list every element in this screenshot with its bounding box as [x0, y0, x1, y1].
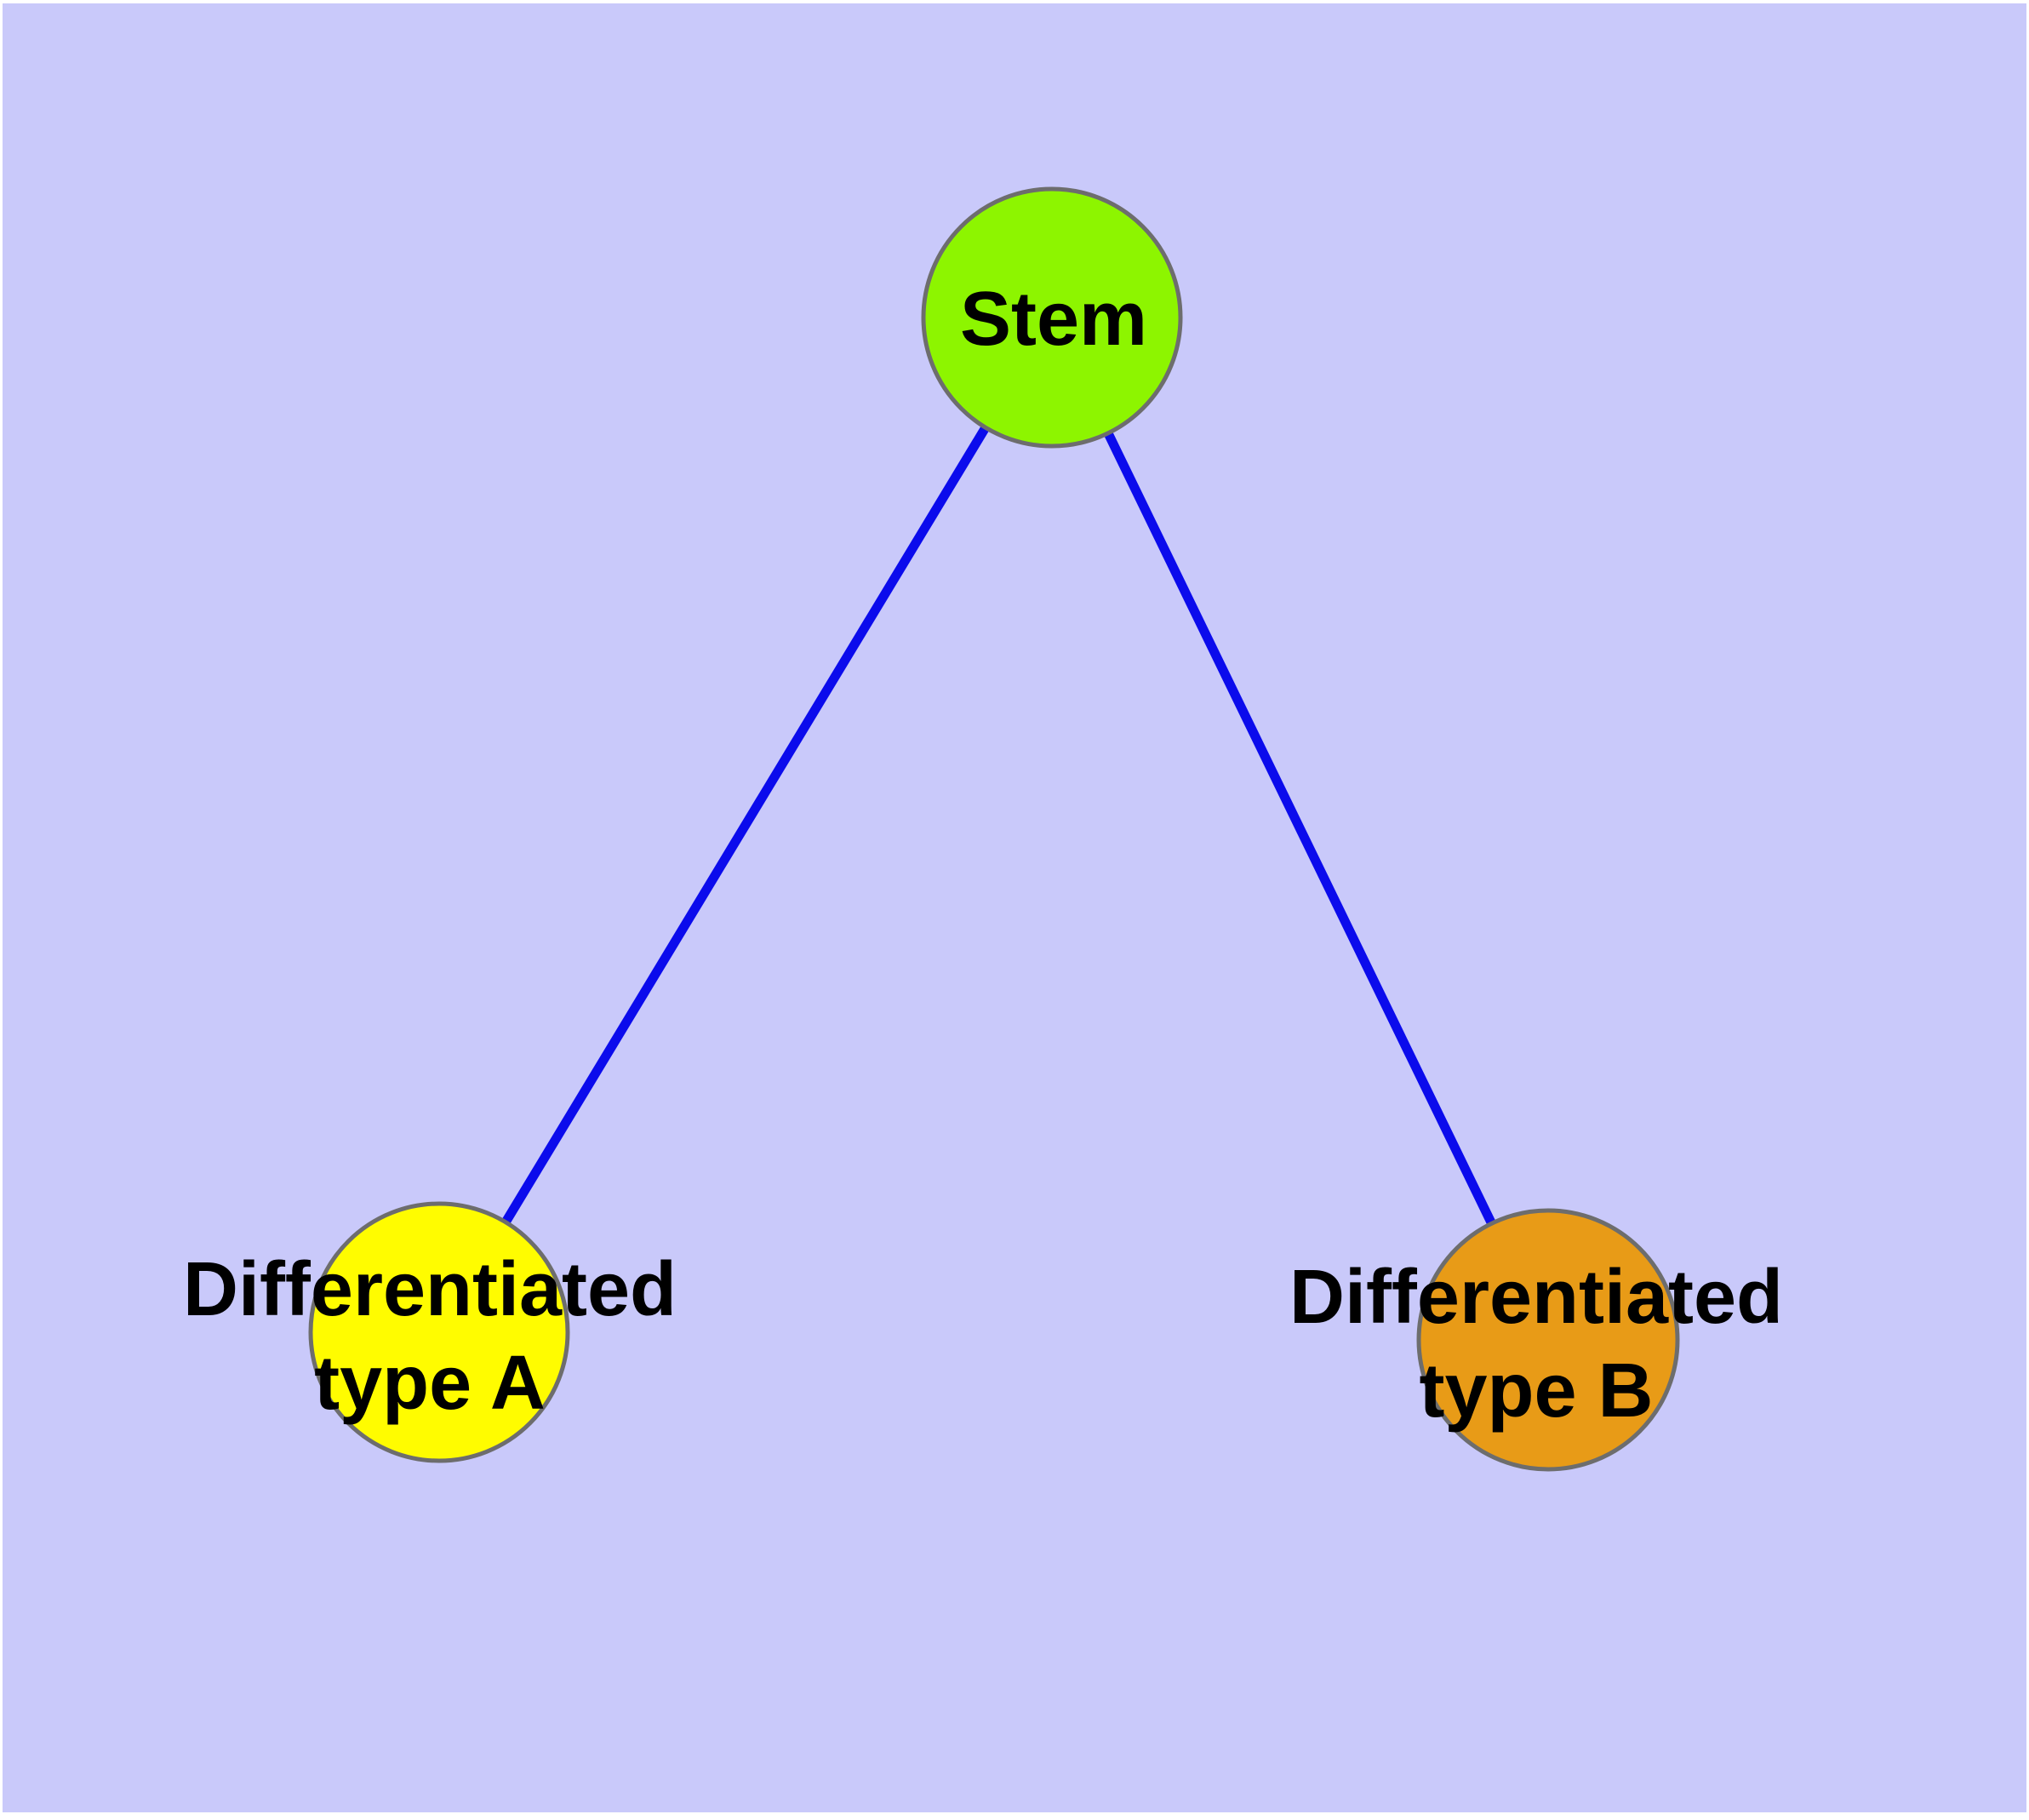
node-type-b-label-line2: type B	[1419, 1348, 1653, 1434]
node-stem-label: Stem	[960, 277, 1147, 362]
node-type-b-label-line1: Differentiated	[1289, 1255, 1783, 1340]
edge-stem-to-type-b	[1048, 315, 1552, 1342]
node-stem	[921, 186, 1183, 449]
node-type-b	[1416, 1208, 1680, 1472]
node-type-a	[308, 1201, 570, 1463]
edge-stem-to-type-a	[435, 315, 1056, 1335]
node-type-a-label-line1: Differentiated	[183, 1247, 677, 1332]
node-type-a-label-line2: type A	[314, 1341, 546, 1426]
